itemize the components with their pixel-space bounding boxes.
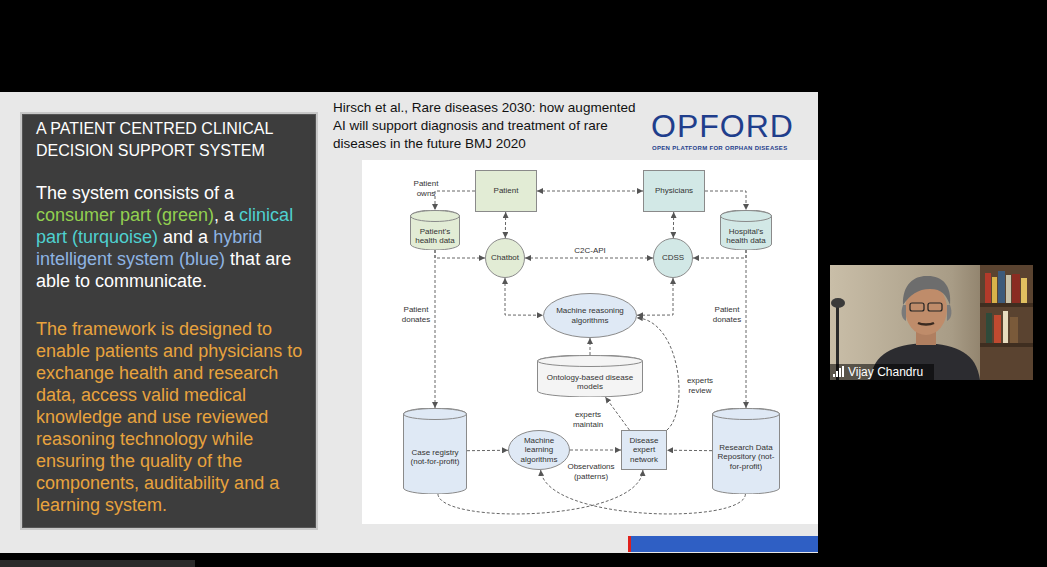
edge-label: Patient donates (710, 305, 744, 324)
dashed-connector (705, 191, 746, 210)
diagram-node: Research Data Repository (not-for-profit… (712, 408, 780, 494)
diagram-node: Disease expert network (621, 430, 667, 470)
dashed-connector (605, 397, 629, 430)
edge-label: Observations (patterns) (560, 462, 622, 481)
box-outline (622, 431, 667, 470)
panel-paragraph: The system consists of a consumer part (… (36, 182, 306, 292)
webcam-image (830, 265, 1033, 380)
node-text-wrap: Chatbot (485, 238, 525, 278)
dashed-connector (693, 250, 746, 258)
ellipse-outline (654, 239, 693, 278)
node-label: Hospital's health data (723, 227, 769, 246)
panel-paragraph: The framework is designed to enable pati… (36, 318, 306, 516)
edge-label: Patient owns (408, 179, 444, 198)
node-label: Chatbot (491, 253, 519, 263)
diagram-node: Machine reasoning algorithms (543, 293, 637, 338)
node-label: Machine reasoning algorithms (546, 306, 634, 325)
diagram-node: Patient (475, 170, 537, 212)
dashed-connector (435, 191, 475, 210)
node-text-wrap: CDSS (653, 238, 693, 278)
dashed-connector (673, 212, 674, 238)
dashed-connector (637, 318, 679, 430)
dashed-connector (505, 278, 543, 315)
diagram-node: Patient's health data (410, 210, 460, 250)
logo-text: OPFORD (651, 108, 801, 144)
diagram-node: CDSS (653, 238, 693, 278)
box-outline (644, 171, 705, 212)
panel-text: The system consists of a (36, 183, 234, 203)
node-label: Machine learning algorithms (511, 436, 567, 465)
dashed-connector (667, 450, 712, 451)
diagram-node: Ontology-based disease models (537, 355, 643, 397)
diagram-node: Chatbot (485, 238, 525, 278)
text-panel: A PATIENT CENTRED CLINICAL DECISION SUPP… (20, 112, 318, 530)
dashed-connector (746, 250, 747, 408)
cylinder-top (713, 409, 780, 420)
diagram-node: Hospital's health data (720, 210, 772, 250)
node-label: Research Data Repository (not-for-profit… (715, 443, 777, 472)
node-text-wrap: Case registry (not-for-profit) (403, 408, 467, 494)
diagram-node: Physicians (643, 170, 705, 212)
cylinder-body (404, 408, 467, 494)
dashed-connector (525, 258, 653, 259)
cylinder-top (538, 356, 643, 367)
panel-text: and a (163, 227, 208, 247)
cylinder-top (404, 409, 467, 420)
dashed-connector (537, 191, 643, 192)
progress-bar (631, 536, 818, 552)
node-label: Case registry (not-for-profit) (406, 448, 464, 467)
dashed-connector (467, 450, 508, 451)
node-text-wrap: Physicians (643, 170, 705, 212)
cylinder-top (721, 211, 772, 222)
toolbar-strip (0, 560, 195, 567)
logo-subtitle: OPEN PLATFORM FOR ORPHAN DISEASES (652, 144, 812, 152)
edge-label: experts maintain (568, 410, 608, 429)
node-label: Patient (494, 186, 519, 196)
node-text-wrap: Disease expert network (621, 430, 667, 470)
panel-text: , a (214, 205, 234, 225)
cylinder-body (538, 355, 643, 397)
node-label: Patient's health data (413, 227, 457, 246)
ellipse-outline (486, 239, 525, 278)
dashed-connector (438, 470, 643, 514)
dashed-connector (505, 212, 506, 238)
dashed-connector (637, 278, 673, 315)
cylinder-body (721, 210, 772, 250)
node-text-wrap: Research Data Repository (not-for-profit… (712, 408, 780, 494)
citation-text: Hirsch et al., Rare diseases 2030: how a… (333, 99, 643, 153)
edge-label: Patient donates (399, 305, 433, 324)
node-text-wrap: Patient's health data (410, 210, 460, 250)
dashed-connector (435, 250, 436, 408)
node-text-wrap: Ontology-based disease models (537, 355, 643, 397)
panel-text: consumer part (green) (36, 205, 214, 225)
node-text-wrap: Machine reasoning algorithms (543, 293, 637, 338)
dashed-connector (435, 250, 485, 258)
ellipse-outline (509, 431, 570, 470)
diagram-node: Case registry (not-for-profit) (403, 408, 467, 494)
node-label: Ontology-based disease models (540, 373, 640, 392)
node-label: Physicians (655, 186, 693, 196)
ellipse-outline (544, 294, 637, 338)
panel-title: A PATIENT CENTRED CLINICAL DECISION SUPP… (36, 120, 273, 159)
node-text-wrap: Hospital's health data (720, 210, 772, 250)
edge-label: experts review (682, 376, 718, 395)
node-label: Disease expert network (624, 436, 664, 465)
cylinder-top (411, 211, 460, 222)
panel-text: The framework is designed to enable pati… (36, 319, 302, 515)
box-outline (476, 171, 537, 212)
node-text-wrap: Patient (475, 170, 537, 212)
node-text-wrap: Machine learning algorithms (508, 430, 570, 470)
panel-heading-block: A PATIENT CENTRED CLINICAL DECISION SUPP… (36, 118, 306, 162)
dashed-connector (590, 338, 591, 355)
cylinder-body (411, 210, 460, 250)
node-label: CDSS (662, 253, 684, 263)
dashed-connector (570, 450, 621, 451)
participant-name: Vijay Chandru (848, 365, 923, 379)
edge-label: C2C-API (565, 246, 615, 256)
video-tile: Vijay Chandru (830, 265, 1033, 380)
diagram-node: Machine learning algorithms (508, 430, 570, 470)
cylinder-body (713, 408, 780, 494)
